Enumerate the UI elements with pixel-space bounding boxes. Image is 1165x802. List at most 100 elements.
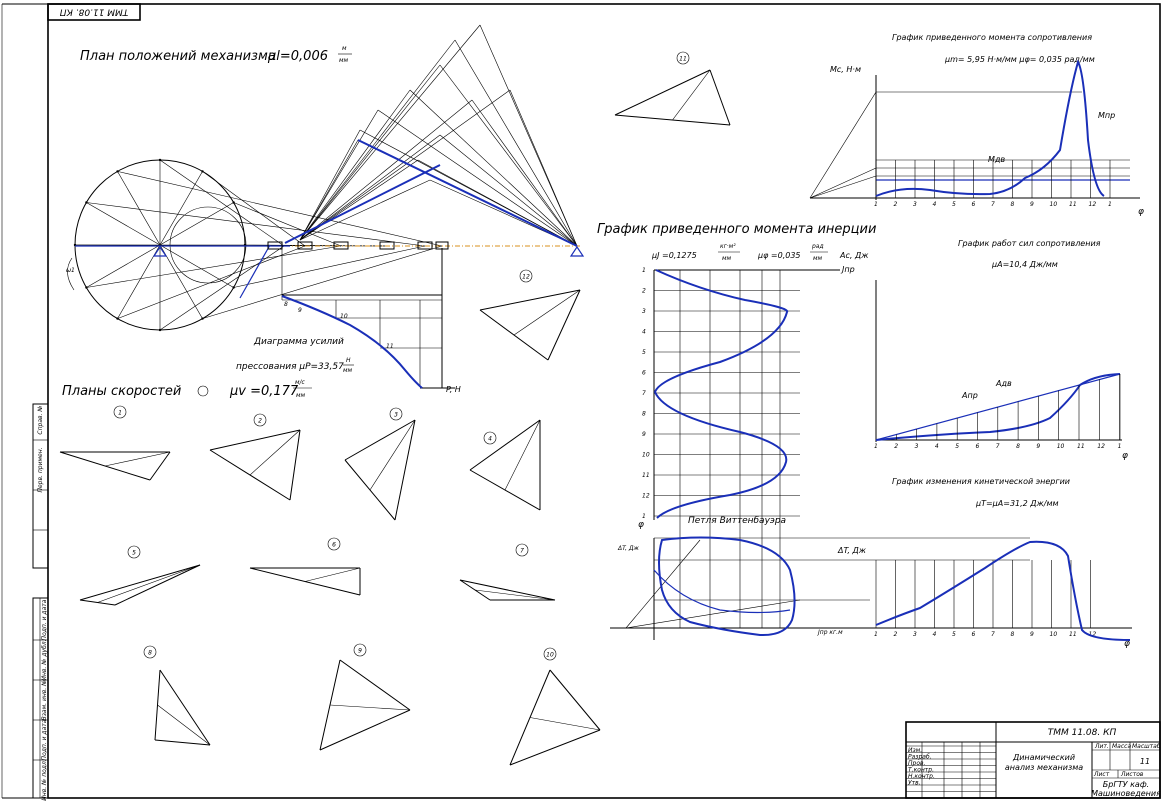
work-curve [875,373,1121,441]
velocity-vector [513,289,581,336]
crank-spoke [86,244,161,288]
moment-tick-label: 1 [874,201,878,208]
work-tick-label: 10 [1057,443,1065,450]
left-strip: Перв. примен. Справ. № Подп. и дата Инв.… [32,403,49,801]
slider-block-5 [417,241,433,250]
velocity-vector [509,729,601,766]
tb-col-mass: Масса [1112,743,1131,750]
velocity-vector [249,429,301,476]
inertia-tick-label: 11 [642,472,650,479]
inertia-curve [653,269,789,519]
velocity-vector [479,289,581,311]
inertia-mu-phi: μφ =0,035 [757,251,801,260]
inertia-mu-j-unit-num: кг·м² [720,243,736,250]
tb-sheet: 11 [1140,757,1150,766]
title-block-row-label: Пров. [908,760,926,767]
title-block: Изм.Разраб.Пров.Т.контр.Н.контр.Утв. ТММ… [905,721,1161,799]
kinetic-curve [875,540,1131,641]
velocity-vector [672,69,711,121]
plan-number: 7 [520,548,524,555]
plan-number: 1 [118,410,122,417]
tb-doc-code: ТММ 11.08. КП [1048,728,1117,738]
tb-col-scale: Масштаб [1132,743,1161,750]
omega-label: ω1 [66,267,75,274]
strip-label-6: Подп. и дата [41,719,48,760]
plan-number: 11 [679,56,687,63]
rotation-arrow-icon [67,257,75,291]
sheet-frame: ТММ 11.08. КП [1,3,1161,799]
coupler-link [299,89,511,241]
inertia-mu-phi-unit-den: мм [813,255,823,262]
velocity-title: Планы скоростей [62,384,181,399]
coupler-link [299,179,431,241]
moment-tick-label: 6 [972,201,976,208]
mechanism-scale-unit-den: мм [339,57,349,64]
kinetic-tick-label: 2 [894,631,898,638]
mechanism-plan: План положений механизма μl=0,006 м мм ω… [66,24,585,332]
inertia-title: График приведенного момента инерции [597,222,876,237]
mechanism-title: План положений механизма [80,49,276,64]
velocity-vector [547,289,581,361]
coupler-link [299,89,411,241]
velocity-vector [104,451,171,467]
inertia-tick-label: 2 [642,288,646,295]
inertia-tick-label: 5 [642,349,646,356]
inertia-x-label: Jпр [840,265,855,274]
rocker-link [471,99,578,247]
work-tick-label: 3 [915,443,919,450]
plan-number-circle [515,543,529,557]
rocker-link [409,89,578,247]
title-block-rows: Изм.Разраб.Пров.Т.контр.Н.контр.Утв. [906,742,996,798]
moment-tick-label: 7 [991,201,995,208]
connecting-rod [86,245,342,288]
tb-col-lit: Лит. [1094,743,1109,750]
velocity-vector [97,564,201,603]
inertia-tick-label: 12 [642,493,650,500]
coupler-link [299,129,361,241]
coupler-link [299,109,379,241]
plan-number-circle [676,51,690,65]
kinetic-tick-label: 6 [972,631,976,638]
work-y-label: Ac, Дж [839,251,869,260]
rocker-links [299,24,578,247]
velocity-vector [304,567,361,582]
connecting-rod [202,245,443,319]
crank-spoke [117,171,161,246]
work-chart: График работ сил сопротивления μA=10,4 Д… [839,239,1128,461]
strip-label-5: Взам. инв. № [41,680,48,721]
moment-tick-label: 1 [1108,201,1112,208]
moment-title: График приведенного момента сопротивлени… [892,33,1092,42]
connecting-rod [117,171,443,247]
velocity-vector [149,451,171,481]
inertia-chart: График приведенного момента инерции μJ =… [597,222,876,628]
force-curve [281,295,423,389]
coupler-link [299,39,456,241]
work-tick-label: 8 [1016,443,1020,450]
work-tick-label: 1 [874,443,878,450]
wittenbauer-loop: Петля Виттенбауэра ΔT, Дж Jпр кг.м [610,516,1030,640]
crank-spoke [159,202,234,246]
kinetic-tick-label: 10 [1050,631,1058,638]
crank-spokes [73,158,247,332]
moment-tick-label: 2 [894,201,898,208]
mechanism-scale-unit-num: м [342,45,347,52]
connecting-rod [233,245,426,288]
moment-series-mpr: Mпр [1098,111,1115,120]
omega-direction-icon [197,385,209,397]
force-title-2: прессования μP=33,57 [236,362,344,372]
coupler-link [299,159,419,241]
coupler-link [299,24,481,241]
inertia-tick-label: 4 [642,329,646,336]
rocker-link [417,159,578,247]
inertia-tick-label: 8 [642,411,646,418]
wittenbauer-tick-label: Jпр кг.м [817,629,843,636]
work-title: График работ сил сопротивления [958,239,1101,248]
inertia-mu-j: μJ =0,1275 [651,251,697,260]
coupler-link [299,139,359,241]
kinetic-title: График изменения кинетической энергии [892,477,1070,486]
velocity-vector [709,69,731,126]
connecting-rod [159,245,285,331]
strip-label-2: Справ. № [37,405,44,434]
plan-number-circle [353,643,367,657]
